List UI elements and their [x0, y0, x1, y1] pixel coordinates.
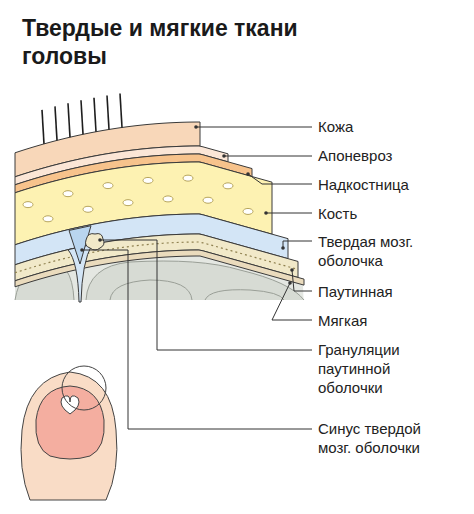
- brain-gyrus: [205, 290, 284, 300]
- hair-strand: [120, 93, 122, 127]
- leader-line: [196, 127, 312, 128]
- bone-pore: [43, 216, 53, 222]
- pia-layer: [15, 250, 304, 287]
- brain-gyrus: [110, 280, 192, 300]
- leader-dot: [281, 246, 285, 250]
- part-label: Кожа: [318, 117, 458, 136]
- leader-dot: [194, 125, 198, 129]
- leader-dot: [290, 268, 294, 272]
- part-label: Твердая мозг. оболочка: [318, 232, 453, 270]
- leader-line: [100, 240, 312, 350]
- leader-line: [292, 270, 312, 291]
- hair-strand: [68, 103, 70, 137]
- leader-dot: [264, 211, 268, 215]
- part-label: Мягкая: [318, 311, 458, 330]
- bone-pore: [203, 197, 213, 203]
- leader-line: [82, 250, 312, 429]
- hair-strand: [81, 100, 83, 134]
- leader-dot: [222, 154, 226, 158]
- part-label: Надкостница: [318, 175, 458, 194]
- diagram-title: Твердые и мягкие ткани головы: [22, 14, 352, 70]
- part-label: Паутинная: [318, 282, 458, 301]
- brain-icon: [36, 386, 104, 459]
- part-label: Синус твердой мозг. оболочки: [318, 419, 443, 457]
- leader-dot: [246, 172, 250, 176]
- arachnoid-texture: [15, 242, 295, 273]
- leader-line: [272, 283, 312, 320]
- leader-line: [266, 213, 312, 214]
- bone-pore: [183, 175, 193, 181]
- leader-line: [248, 174, 312, 184]
- part-label: Кость: [318, 204, 458, 223]
- bone-pore: [163, 196, 173, 202]
- leader-line: [224, 156, 312, 157]
- bone-pore: [123, 200, 133, 206]
- bone-pore: [243, 208, 253, 214]
- leader-dot: [98, 238, 102, 242]
- bone-pore: [223, 183, 233, 189]
- bone-pore: [63, 191, 73, 197]
- zoom-circle: [62, 366, 106, 410]
- head-icon: [21, 372, 117, 500]
- arachnoid-granulation: [86, 234, 105, 250]
- bone-pore: [23, 202, 33, 208]
- part-label: Грануляции паутинной оболочки: [318, 340, 428, 397]
- part-label: Апоневроз: [318, 146, 458, 165]
- bone-pore: [83, 206, 93, 212]
- bone-pore: [143, 177, 153, 183]
- leader-dot: [288, 281, 292, 285]
- brain-cut: [0, 300, 310, 330]
- hair-strand: [55, 106, 57, 140]
- hair-strand: [94, 98, 96, 132]
- leader-dot: [80, 248, 84, 252]
- hair-strand: [107, 95, 109, 129]
- leader-line: [283, 241, 312, 248]
- hair-strand: [42, 110, 44, 144]
- bone-pore: [103, 183, 113, 189]
